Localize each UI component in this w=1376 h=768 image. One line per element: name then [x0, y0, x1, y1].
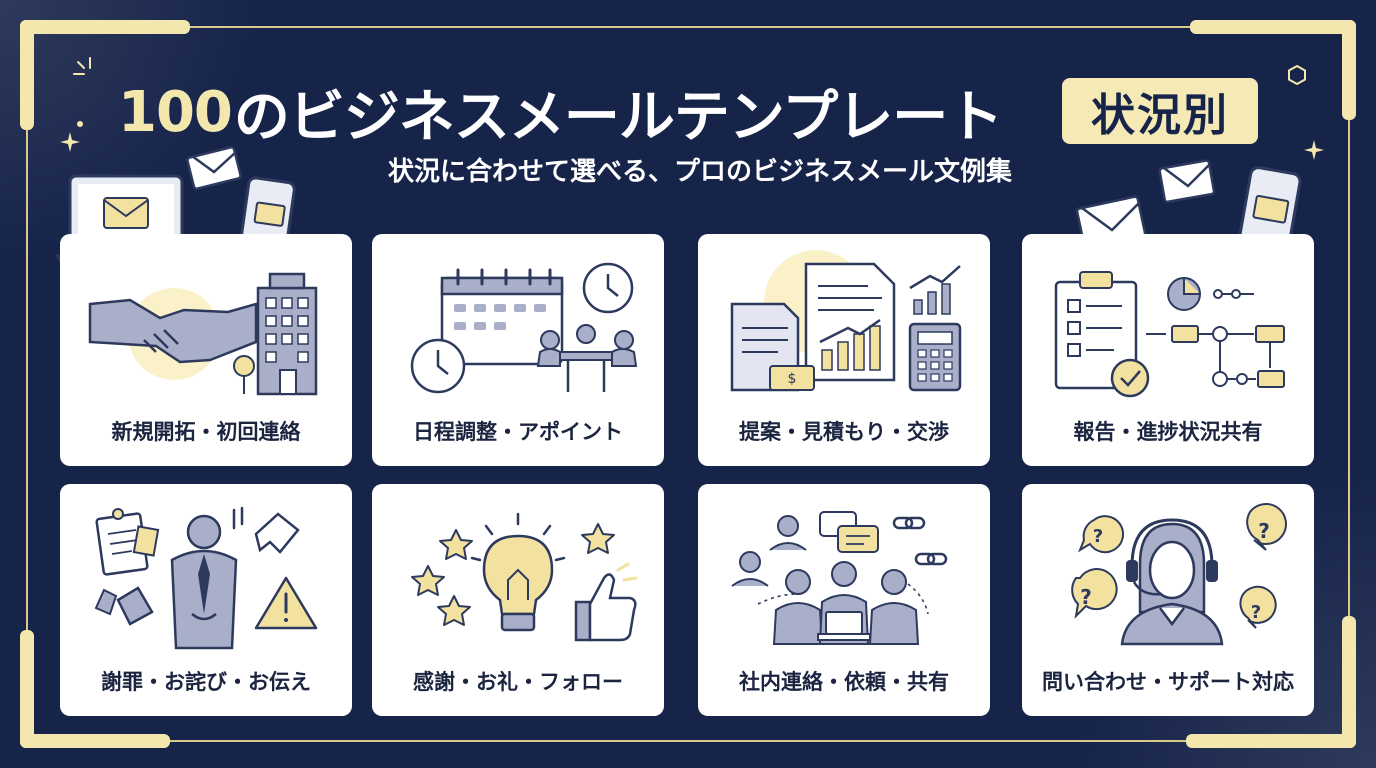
- svg-text:?: ?: [1251, 602, 1261, 623]
- page-subtitle: 状況に合わせて選べる、プロのビジネスメール文例集: [387, 157, 1012, 187]
- proposal-documents-icon: $: [730, 250, 962, 392]
- frame-corner-top-right-v: [1342, 20, 1356, 120]
- lightbulb-thumbsup-icon: [411, 512, 638, 642]
- card-new-business[interactable]: 新規開拓・初回連絡: [60, 234, 352, 466]
- frame-corner-bottom-right-v: [1342, 616, 1356, 748]
- svg-text:?: ?: [1093, 526, 1103, 547]
- svg-text:$: $: [788, 371, 797, 387]
- card-label: 感謝・お礼・フォロー: [413, 670, 623, 694]
- support-operator-icon: ? ? ? ?: [1071, 503, 1287, 646]
- card-label: 謝罪・お詫び・お伝え: [101, 670, 311, 694]
- frame-corner-top-left-h: [20, 20, 190, 34]
- apology-bow-icon: [94, 506, 318, 650]
- card-internal[interactable]: 社内連絡・依頼・共有: [698, 484, 990, 716]
- title-number: 100: [118, 79, 233, 145]
- card-proposal[interactable]: $ 提案・見積もり・交渉: [698, 234, 990, 466]
- svg-text:?: ?: [1258, 519, 1270, 543]
- category-badge: 状況別: [1062, 78, 1258, 144]
- card-report[interactable]: 報告・進捗状況共有: [1022, 234, 1314, 466]
- frame-corner-top-right-h: [1190, 20, 1356, 34]
- calendar-meeting-icon: [410, 262, 638, 394]
- frame-corner-top-left-v: [20, 20, 34, 130]
- envelope-icon: [1158, 159, 1216, 204]
- team-chat-icon: [731, 511, 948, 645]
- sparkle-icon: [60, 132, 80, 152]
- card-apology[interactable]: 謝罪・お詫び・お伝え: [60, 484, 352, 716]
- card-label: 提案・見積もり・交渉: [739, 420, 949, 444]
- card-support[interactable]: ? ? ? ? 問い合わせ・サポート対応: [1022, 484, 1314, 716]
- title-text: のビジネスメールテンプレート: [233, 84, 1003, 150]
- envelope-icon: [186, 146, 242, 190]
- sparkle-icon: [1304, 140, 1324, 160]
- gold-frame: [26, 26, 1350, 742]
- hexagon-icon: [1288, 64, 1306, 86]
- handshake-building-icon: [88, 272, 318, 396]
- card-label: 日程調整・アポイント: [413, 420, 623, 444]
- card-thanks[interactable]: 感謝・お礼・フォロー: [372, 484, 664, 716]
- frame-corner-bottom-right-h: [1186, 734, 1356, 748]
- sparkle-lines-icon: [73, 57, 91, 75]
- card-label: 新規開拓・初回連絡: [111, 420, 301, 444]
- card-scheduling[interactable]: 日程調整・アポイント: [372, 234, 664, 466]
- card-label: 社内連絡・依頼・共有: [739, 670, 949, 694]
- card-label: 報告・進捗状況共有: [1073, 420, 1263, 444]
- card-label: 問い合わせ・サポート対応: [1042, 670, 1294, 694]
- frame-corner-bottom-left-v: [20, 630, 34, 748]
- checklist-flowchart-icon: [1054, 271, 1285, 398]
- dot-icon: [77, 121, 83, 127]
- frame-corner-bottom-left-h: [20, 734, 170, 748]
- svg-text:?: ?: [1080, 585, 1092, 609]
